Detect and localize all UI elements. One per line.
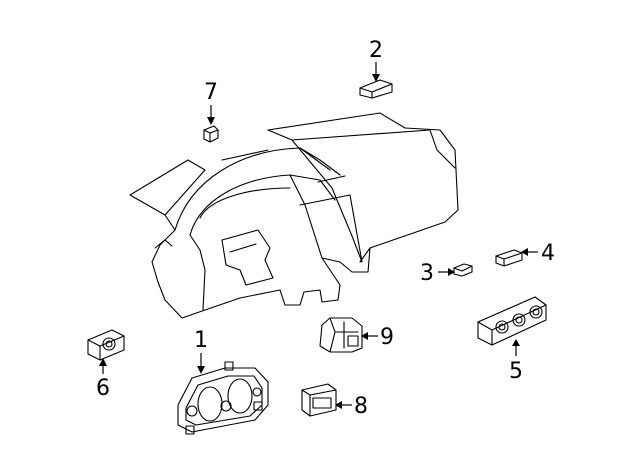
callout-leaders [99, 62, 538, 409]
callout-4: 4 [541, 241, 555, 266]
callout-9: 9 [380, 325, 394, 350]
callout-6: 6 [96, 376, 110, 401]
callout-8: 8 [354, 394, 368, 419]
sensor-part-7 [203, 125, 219, 143]
switch-part-4 [495, 249, 523, 267]
callout-2: 2 [369, 38, 383, 63]
sensor-part-3 [453, 263, 473, 277]
bracket-part-9 [319, 317, 363, 353]
headlamp-switch [87, 329, 125, 361]
callout-numbers: 1 2 3 4 5 6 7 8 9 [96, 38, 555, 419]
callout-3: 3 [420, 261, 434, 286]
climate-control-panel [477, 296, 547, 346]
module-part-8 [301, 383, 337, 417]
callout-1: 1 [194, 328, 208, 353]
callout-7: 7 [204, 80, 218, 105]
switch-part-2 [359, 79, 393, 99]
callout-5: 5 [509, 359, 523, 384]
instrument-panel-assembly [129, 112, 459, 319]
instrument-cluster [177, 361, 269, 435]
